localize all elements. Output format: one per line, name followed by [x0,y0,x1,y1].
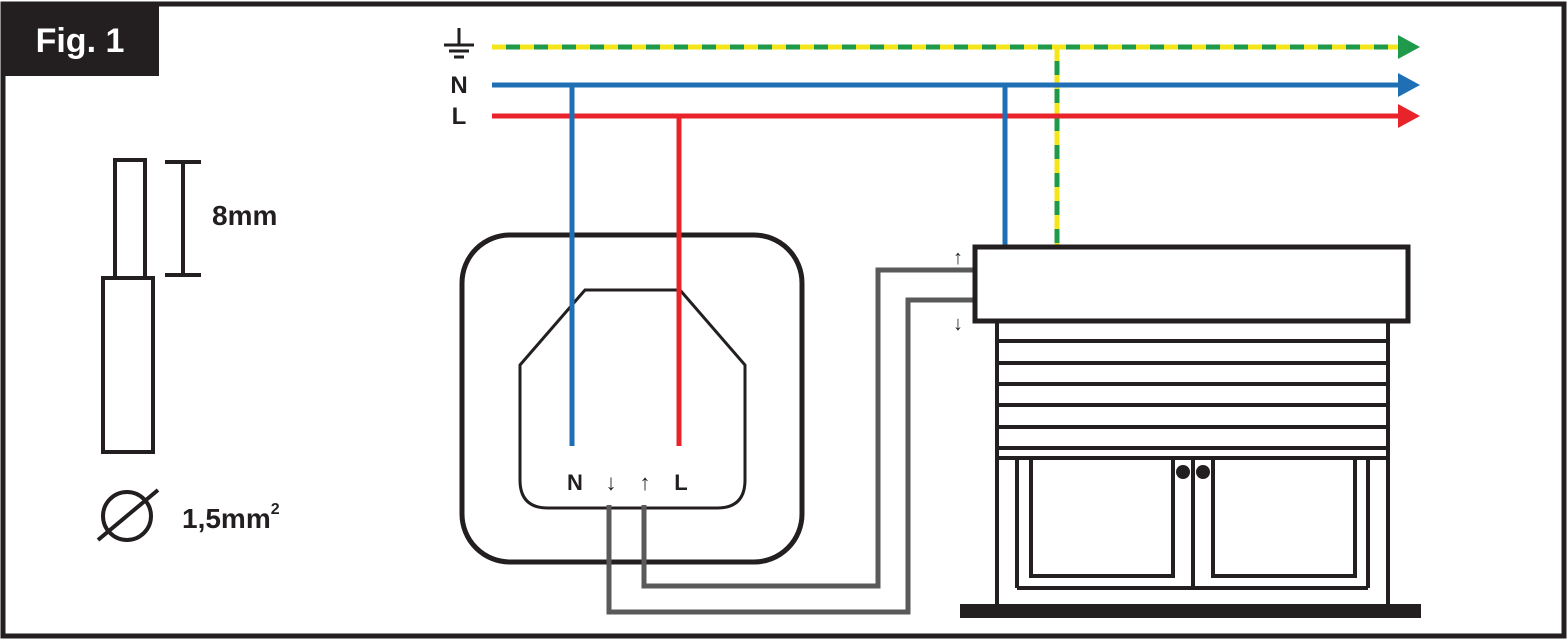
figure-tag [3,4,159,76]
stripped-conductor [113,158,147,280]
cross-section-label: 1,5mm2 [182,501,280,534]
window-handle-right [1196,465,1210,479]
switch-terminal-down: ↓ [606,470,617,495]
window-frame [995,456,1390,605]
cross-section-superscript: 2 [271,501,280,518]
figure-label: Fig. 1 [36,22,125,60]
switch-terminal-n: N [567,470,583,495]
window-left-pane [1029,456,1175,578]
switch-terminal-up: ↑ [640,470,651,495]
live-line [492,104,1420,128]
strip-length-label: 8mm [212,200,277,231]
shutter-slats [995,321,1390,460]
earth-line [492,35,1420,59]
neutral-line-label: N [450,72,467,99]
window-right-pane [1211,456,1357,578]
diameter-icon [96,488,160,542]
live-line-label: L [452,103,467,130]
cross-section-value: 1,5mm [182,503,271,534]
motor-terminal-down: ↓ [953,313,963,335]
switch-module [518,288,747,510]
shutter-motor-box [972,244,1411,324]
window-sill [960,604,1421,618]
switch-terminal-l: L [674,470,687,495]
wire-strip-illustration [101,158,201,454]
motor-terminal-up: ↑ [953,247,963,269]
ground-icon [444,28,474,59]
control-wire-down [606,297,975,615]
window-handle-left [1176,465,1190,479]
wire-insulation [101,276,155,454]
neutral-line [492,73,1420,97]
control-wire-up [641,267,975,589]
